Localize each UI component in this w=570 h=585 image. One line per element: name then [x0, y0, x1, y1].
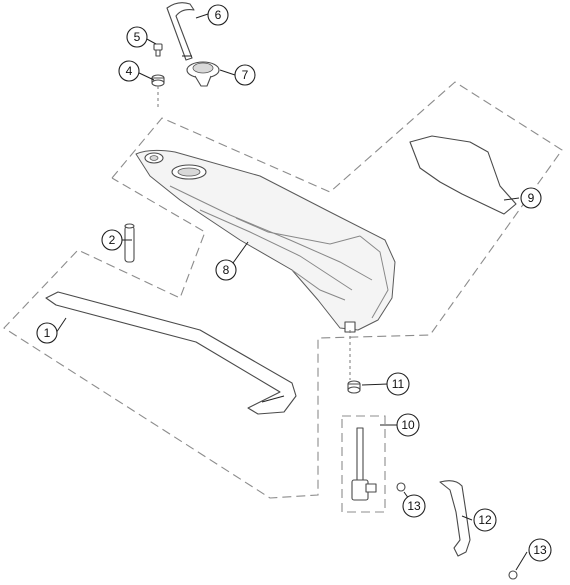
part-12-fuel-hose	[439, 480, 471, 557]
part-9-heat-shield	[409, 135, 517, 215]
part-8-fuel-tank	[135, 149, 396, 333]
callout-11: 11	[386, 372, 410, 396]
callout-13-lower-label: 13	[533, 543, 547, 557]
tap-group-outline	[341, 415, 386, 513]
part-1-support-strap	[45, 291, 297, 415]
callout-13-upper: 13	[402, 494, 426, 518]
callouts: 1 2 4 5 6 7 8 9 10 11 12	[36, 4, 552, 562]
callout-9: 9	[520, 187, 542, 209]
callout-6-label: 6	[215, 8, 222, 22]
callout-7-label: 7	[242, 68, 249, 82]
callout-2-label: 2	[109, 233, 116, 247]
callout-13-lower: 13	[528, 538, 552, 562]
part-5-screw	[153, 43, 163, 57]
callout-8-label: 8	[223, 263, 230, 277]
callout-4: 4	[118, 60, 140, 82]
callout-13-upper-label: 13	[407, 499, 421, 513]
tank-group-outline	[3, 81, 563, 499]
part-11-seal	[347, 380, 361, 394]
callout-9-label: 9	[528, 191, 535, 205]
callout-10: 10	[396, 413, 420, 437]
callout-4-label: 4	[126, 64, 133, 78]
part-10-fuel-tap	[349, 330, 377, 501]
part-7-fuel-cap	[186, 61, 220, 87]
callout-12-label: 12	[478, 513, 492, 527]
callout-5: 5	[126, 26, 148, 48]
callout-leaders	[55, 13, 528, 571]
part-4-nut	[151, 74, 165, 108]
callout-11-label: 11	[392, 377, 405, 391]
callout-2: 2	[101, 229, 123, 251]
part-13-clamp-upper	[396, 482, 406, 492]
part-6-breather-hose	[166, 2, 195, 61]
part-2-pin	[124, 223, 135, 263]
group-outlines	[3, 81, 563, 513]
callout-5-label: 5	[134, 30, 141, 44]
callout-7: 7	[234, 64, 256, 86]
callout-12: 12	[473, 508, 497, 532]
callout-8: 8	[215, 259, 237, 281]
callout-6: 6	[207, 4, 229, 26]
callout-10-label: 10	[401, 418, 415, 432]
part-13-clamp-lower	[508, 570, 518, 580]
callout-1-label: 1	[44, 326, 51, 340]
callout-1: 1	[36, 322, 58, 344]
